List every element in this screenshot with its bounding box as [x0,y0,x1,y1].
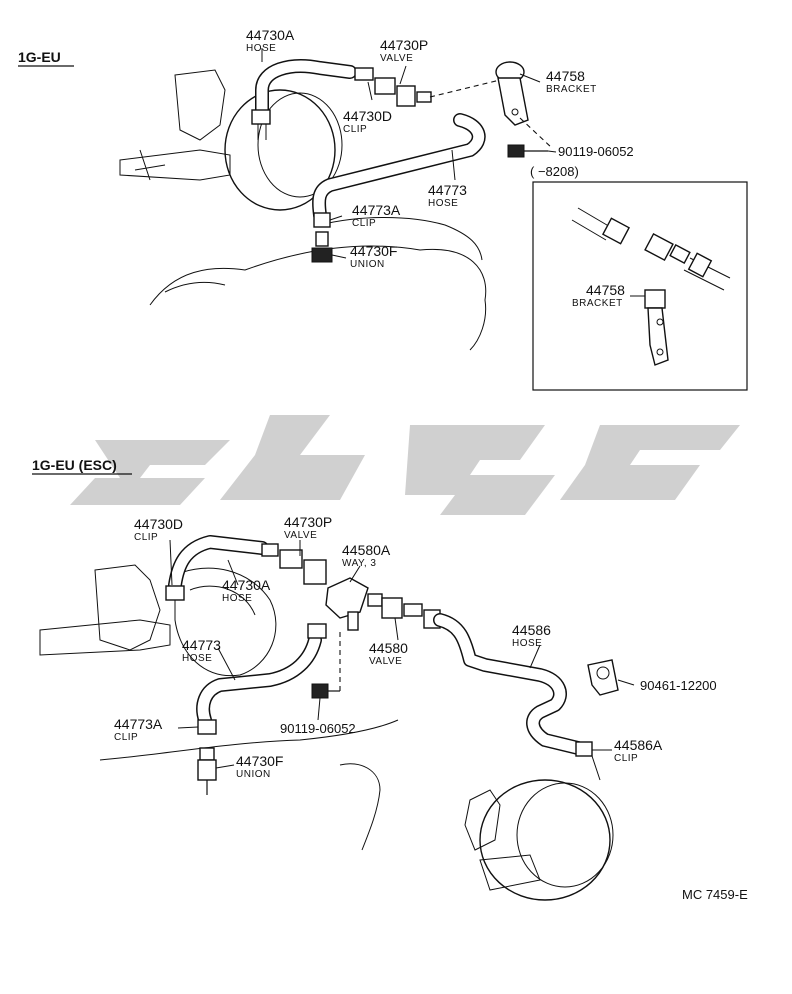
bottom-label-90119-number: 90119-06052 [280,721,356,736]
bottom-label-44773-number: 44773 [182,637,221,653]
bottom-valve-44730P-shape [261,543,327,585]
top-label-44758-number: 44758 [546,68,585,84]
bottom-label-44730A-number: 44730A [222,577,271,593]
top-label-44773A-number: 44773A [352,202,401,218]
bottom-label-44730A-name: HOSE [222,593,252,604]
bottom-intake-assembly [39,564,277,677]
bottom-label-44730F-name: UNION [236,769,271,780]
inset-frame [532,181,748,391]
top-label-90119-number: 90119-06052 [558,144,634,159]
bottom-label-44773A-name: CLIP [114,732,138,743]
bottom-label-44586-number: 44586 [512,622,551,638]
inset-label-44758-name: BRACKET [572,298,623,309]
bottom-label-44580A-number: 44580A [342,542,391,558]
bottom-bolt-90119-shape [311,683,340,699]
bottom-label-44580A-name: WAY, 3 [342,558,377,569]
bottom-label-44773-name: HOSE [182,653,212,664]
section-title-bottom: 1G-EU (ESC) [32,457,117,473]
top-label-44773-name: HOSE [428,198,458,209]
top-label-44730F-number: 44730F [350,243,397,259]
bottom-label-44580-number: 44580 [369,640,408,656]
bottom-clip-44586A-shape [575,741,593,757]
bottom-label-44730D-number: 44730D [134,516,183,532]
bottom-label-44586A-name: CLIP [614,753,638,764]
top-brake-booster [119,69,343,211]
inset-label-44758-number: 44758 [586,282,625,298]
watermark-logo [70,415,740,515]
bottom-brake-booster [464,779,614,901]
section-title-top: 1G-EU [18,49,61,65]
top-label-44730D-name: CLIP [343,124,367,135]
top-bracket-44758-shape [495,61,529,126]
bottom-label-44773A-number: 44773A [114,716,163,732]
top-valve-44730P-shape [354,67,432,107]
inset-detail: ( −8208) 44758 BRACKET [530,164,748,391]
inset-range-label: ( −8208) [530,164,579,179]
bottom-label-44730D-name: CLIP [134,532,158,543]
top-label-44758-name: BRACKET [546,84,597,95]
top-union-44730F-shape [311,231,333,263]
reference-code: MC 7459-E [682,887,748,902]
bottom-label-90461-number: 90461-12200 [640,678,717,693]
top-engine-block-outline [149,245,487,351]
bottom-diagram: 44730D CLIP 44730P VALVE 44580A WAY, 3 4… [39,514,717,901]
top-clip-44730D-shape [251,109,271,125]
top-label-44730A-number: 44730A [246,27,295,43]
top-clip-44773A-shape [313,212,331,228]
bottom-label-44730F-number: 44730F [236,753,283,769]
bottom-label-44586A-number: 44586A [614,737,663,753]
bottom-valve-44580-shape [367,593,441,629]
bottom-union-44730F-shape [197,747,217,795]
top-label-44730P-name: VALVE [380,53,413,64]
top-bolt-90119-shape [507,144,548,158]
bottom-label-44586-name: HOSE [512,638,542,649]
bottom-clip-90461-shape [587,659,619,696]
top-label-44730F-name: UNION [350,259,385,270]
top-label-44730D-number: 44730D [343,108,392,124]
bottom-clip-44730D-shape [165,585,185,601]
top-label-44773-number: 44773 [428,182,467,198]
inset-bracket-44758-shape [644,289,669,366]
bottom-clip-44773A-shape [197,719,217,735]
bottom-label-44730P-number: 44730P [284,514,332,530]
top-label-44730A-name: HOSE [246,43,276,54]
top-label-44730P-number: 44730P [380,37,428,53]
bottom-3way-44580A-shape [325,577,369,631]
bottom-label-44580-name: VALVE [369,656,402,667]
top-label-44773A-name: CLIP [352,218,376,229]
bottom-label-44730P-name: VALVE [284,530,317,541]
top-diagram: 44730A HOSE 44730P VALVE 44730D CLIP 447… [119,27,634,351]
